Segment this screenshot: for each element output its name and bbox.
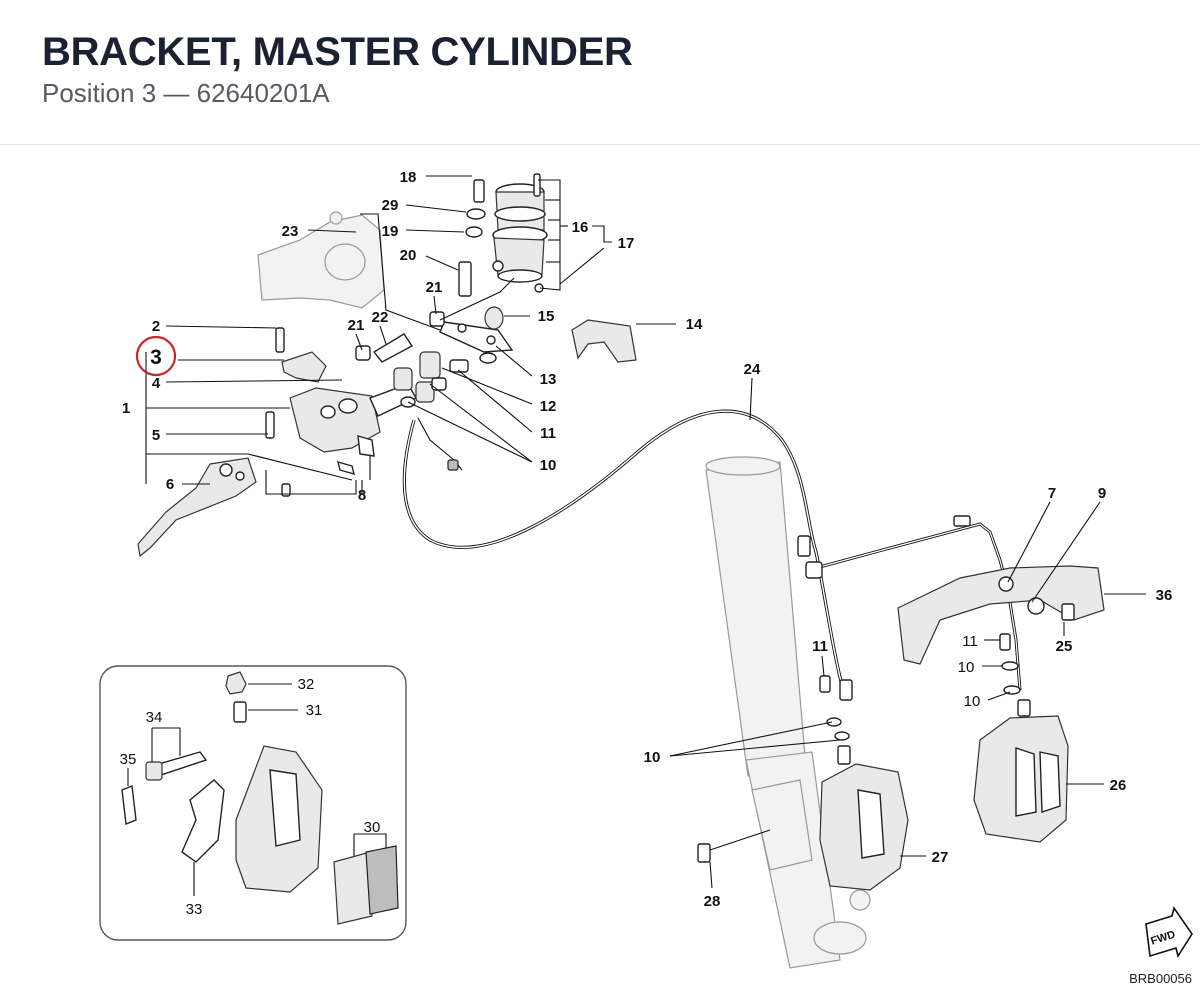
callout-7[interactable]: 7 [1048,485,1056,502]
callout-8[interactable]: 8 [358,487,366,504]
header-divider [0,144,1200,145]
page-title: BRACKET, MASTER CYLINDER [42,30,633,74]
callout-18[interactable]: 18 [400,169,417,186]
bracket-part [281,351,327,383]
callout-28[interactable]: 28 [704,893,721,910]
callout-21-lower[interactable]: 21 [348,317,365,334]
callout-10-right-a[interactable]: 10 [958,659,975,676]
callout-31[interactable]: 31 [306,702,323,719]
protective-cap [571,319,637,363]
callout-14[interactable]: 14 [686,316,703,333]
callout-20[interactable]: 20 [400,247,417,264]
callout-12[interactable]: 12 [540,398,557,415]
caliper-right [973,699,1069,843]
callout-10-right-b[interactable]: 10 [964,693,981,710]
callout-23[interactable]: 23 [282,223,299,240]
callout-22[interactable]: 22 [372,309,389,326]
callout-35[interactable]: 35 [120,751,137,768]
callout-5[interactable]: 5 [152,427,160,444]
callout-32[interactable]: 32 [298,676,315,693]
union-parts [393,351,469,408]
callout-13[interactable]: 13 [540,371,557,388]
reference-code: BRB00056 [1129,971,1192,986]
callout-26[interactable]: 26 [1110,777,1127,794]
callout-10-top[interactable]: 10 [540,457,557,474]
callout-11-right[interactable]: 11 [962,633,978,650]
callout-30[interactable]: 30 [364,819,381,836]
callout-2[interactable]: 2 [152,318,160,335]
callout-6[interactable]: 6 [166,476,174,493]
master-cylinder-assembly [137,327,417,558]
callout-labels: 18 29 19 20 23 16 17 21 21 22 15 14 13 1… [122,169,1173,910]
inset-box: 32 31 34 35 30 33 [99,665,407,941]
fork-leg [705,456,871,969]
callout-11-fork[interactable]: 11 [812,638,828,655]
callout-24[interactable]: 24 [744,361,761,378]
callout-16[interactable]: 16 [572,219,589,236]
callout-33[interactable]: 33 [186,901,203,918]
fluid-reservoir [355,173,548,364]
forward-direction-icon: FWD [1145,906,1193,959]
handlebar-clamp [257,211,385,309]
brake-line [402,409,1022,701]
callout-34[interactable]: 34 [146,709,163,726]
callout-3[interactable]: 3 [150,346,162,369]
callout-21-upper[interactable]: 21 [426,279,443,296]
callout-11-top[interactable]: 11 [540,425,556,442]
callout-19[interactable]: 19 [382,223,399,240]
callout-4[interactable]: 4 [152,375,161,392]
callout-10-fork[interactable]: 10 [644,749,661,766]
callout-17[interactable]: 17 [618,235,635,252]
callout-1[interactable]: 1 [122,400,130,417]
callout-36[interactable]: 36 [1156,587,1173,604]
callout-29[interactable]: 29 [382,197,399,214]
callout-15[interactable]: 15 [538,308,555,325]
callout-9[interactable]: 9 [1098,485,1106,502]
page-subtitle: Position 3 — 62640201A [42,78,330,108]
caliper-left [697,633,1021,891]
leader-lines [145,175,1146,889]
callout-27[interactable]: 27 [932,849,949,866]
highlight-ring [135,335,177,377]
callout-25[interactable]: 25 [1056,638,1073,655]
